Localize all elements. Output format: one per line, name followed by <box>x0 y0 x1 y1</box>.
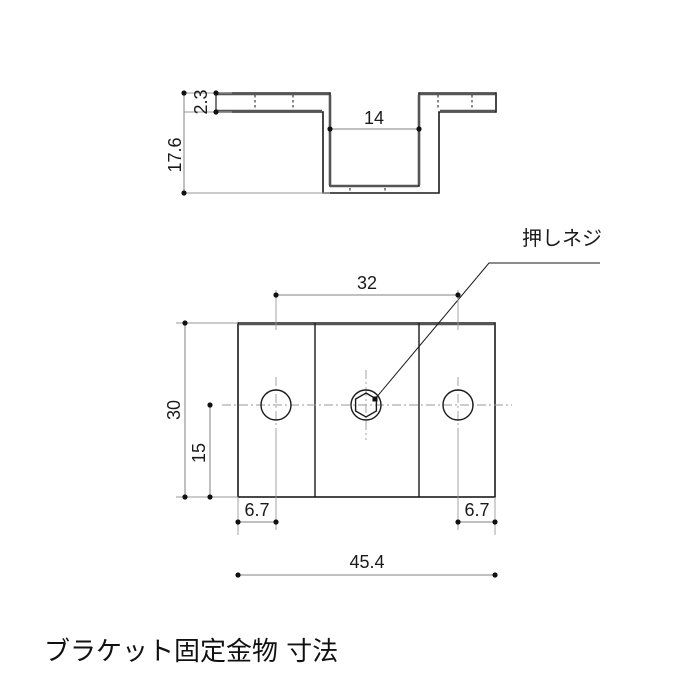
annotation-set-screw: 押しネジ <box>522 226 602 250</box>
dim-dot-2-3-bottom <box>213 109 219 115</box>
dim-dot-14-left <box>327 126 333 132</box>
dim-dot-45-4-right <box>492 572 498 578</box>
dim-dot-6-7-right-b <box>492 519 498 525</box>
leader-arrow-dot <box>372 396 378 402</box>
dim-label-plate-height: 30 <box>164 400 184 420</box>
front-view: 押しネジ 32 30 15 6.7 6.7 <box>164 226 602 578</box>
dim-label-channel-width: 14 <box>364 108 384 128</box>
dim-dot-30-bottom <box>182 494 188 500</box>
dim-dot-15-top <box>207 402 213 408</box>
hole-right <box>442 389 474 421</box>
dim-dot-6-7-right-a <box>455 519 461 525</box>
dim-dot-32-left <box>273 292 279 298</box>
dim-dot-30-top <box>182 320 188 326</box>
hex-socket-screw-outline <box>350 389 382 421</box>
dim-label-hole-center-height: 15 <box>189 443 209 463</box>
dim-dot-45-4-left <box>235 572 241 578</box>
dim-dot-17-6-bottom <box>181 190 187 196</box>
dim-label-hole-span: 32 <box>357 273 377 293</box>
leader-line-set-screw <box>374 262 600 400</box>
dim-label-total-width: 45.4 <box>349 552 384 572</box>
dim-dot-2-3-top <box>213 90 219 96</box>
drawing-caption: ブラケット固定金物 寸法 <box>44 637 338 667</box>
dim-dot-32-right <box>455 292 461 298</box>
dim-label-height: 17.6 <box>165 137 185 172</box>
dim-dot-6-7-left-a <box>235 519 241 525</box>
dim-dot-17-6-top <box>181 90 187 96</box>
dim-dot-6-7-left-b <box>273 519 279 525</box>
cross-section-view: 17.6 2.3 14 <box>165 89 497 196</box>
dim-label-edge-right: 6.7 <box>464 500 489 520</box>
front-plate-outline <box>237 322 496 498</box>
dim-dot-15-bottom <box>207 494 213 500</box>
dim-dot-14-right <box>416 126 422 132</box>
hole-left <box>260 389 292 421</box>
dim-label-thickness: 2.3 <box>191 89 211 114</box>
dim-label-edge-left: 6.7 <box>244 500 269 520</box>
